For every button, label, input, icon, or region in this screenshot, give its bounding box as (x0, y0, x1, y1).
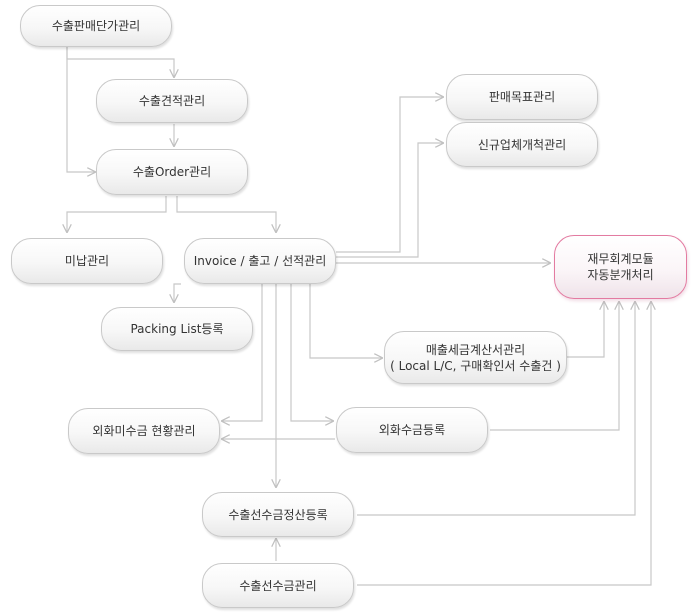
node-label: 미납관리 (64, 254, 110, 268)
node-new-company[interactable]: 신규업체개척관리 (446, 122, 598, 167)
node-export-order[interactable]: 수출Order관리 (96, 149, 248, 195)
connector (222, 284, 263, 421)
node-export-sales-price[interactable]: 수출판매단가관리 (20, 5, 172, 47)
node-label: 수출견적관리 (138, 94, 206, 108)
node-label: 신규업체개척관리 (477, 137, 567, 152)
node-tax-invoice[interactable]: 매출세금계산서관리 ( Local L/C, 구매확인서 수출건 ) (384, 331, 567, 384)
node-label: Packing List등록 (130, 322, 224, 336)
node-label: 판매목표관리 (488, 90, 556, 104)
node-label: 수출판매단가관리 (51, 19, 141, 33)
connector (567, 302, 604, 358)
node-label: 수출선수금정산등록 (228, 507, 328, 522)
node-advance-receipt[interactable]: 수출선수금관리 (202, 563, 354, 608)
node-label: 외화수금등록 (378, 423, 446, 437)
connector (309, 284, 382, 358)
node-export-quote[interactable]: 수출견적관리 (96, 79, 248, 123)
connector (357, 302, 651, 586)
node-label: Invoice / 출고 / 선적관리 (193, 254, 327, 268)
node-packing-list[interactable]: Packing List등록 (101, 307, 253, 351)
connector (66, 46, 174, 77)
connector (336, 97, 443, 253)
connector (67, 196, 167, 232)
node-label: 수출Order관리 (132, 165, 212, 179)
node-fx-receipt[interactable]: 외화수금등록 (336, 407, 488, 453)
node-label-line2: ( Local L/C, 구매확인서 수출건 ) (390, 358, 561, 373)
node-fx-receivable[interactable]: 외화미수금 현황관리 (68, 408, 220, 454)
node-invoice[interactable]: Invoice / 출고 / 선적관리 (184, 238, 336, 284)
node-label-line1: 매출세금계산서관리 (425, 342, 526, 357)
connector (174, 283, 181, 302)
connector (336, 143, 443, 258)
node-undelivered[interactable]: 미납관리 (11, 238, 163, 284)
node-accounting-module[interactable]: 재무회계모듈 자동분개처리 (554, 235, 687, 299)
connector (490, 302, 619, 431)
node-advance-settlement[interactable]: 수출선수금정산등록 (202, 492, 354, 537)
connector (176, 196, 276, 232)
connector (357, 302, 635, 516)
connector (290, 284, 333, 421)
node-label: 외화미수금 현황관리 (92, 424, 196, 438)
connector (66, 46, 95, 172)
node-sales-target[interactable]: 판매목표관리 (446, 74, 598, 120)
node-label-line1: 재무회계모듈 (587, 252, 654, 266)
node-label-line2: 자동분개처리 (587, 268, 654, 282)
node-label: 수출선수금관리 (239, 578, 317, 593)
